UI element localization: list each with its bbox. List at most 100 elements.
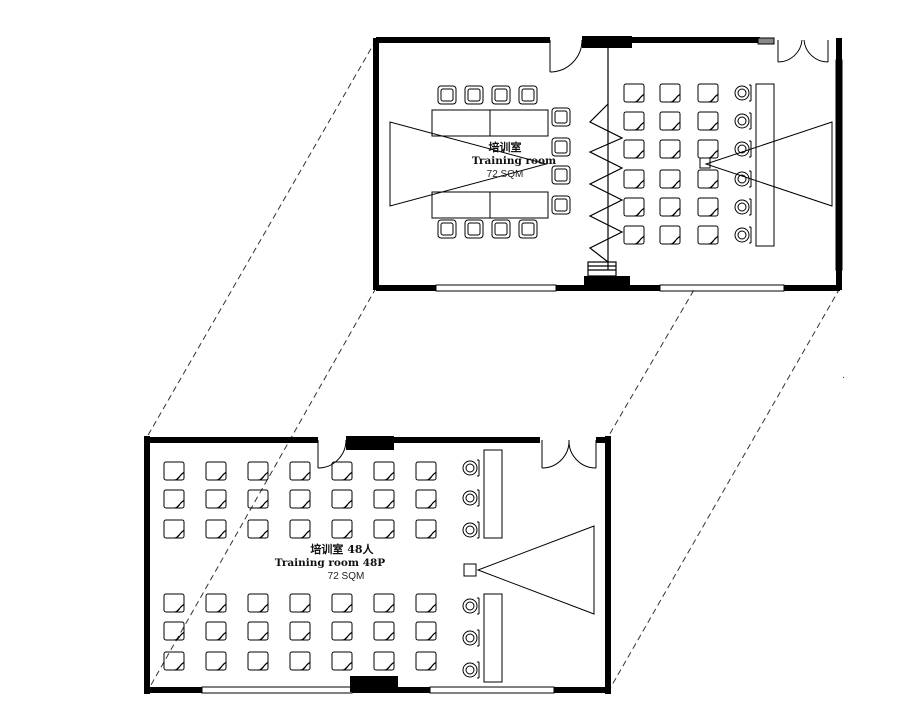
top-conference-chair [551, 137, 571, 157]
bottom-presenter-chair [462, 661, 480, 679]
bottom-classroom-desk [289, 461, 311, 481]
top-conference-chair [464, 85, 484, 105]
bottom-classroom-desk [247, 651, 269, 671]
top-training-room: 培训室 Training room 72 SQM [373, 36, 843, 292]
bottom-classroom-desk [415, 621, 437, 641]
bottom-classroom-desk [247, 489, 269, 509]
top-side-chair [734, 84, 752, 102]
top-classroom-desk [623, 197, 645, 217]
top-conference-chair [518, 219, 538, 239]
bottom-classroom-desk [247, 461, 269, 481]
bottom-room-area: 72 SQM [328, 571, 365, 582]
top-conference-chair [464, 219, 484, 239]
bottom-classroom-desk [415, 461, 437, 481]
top-right-desk [699, 83, 833, 247]
top-conference-chair [551, 165, 571, 185]
bottom-classroom-desk [163, 621, 185, 641]
top-room-windows [435, 59, 843, 292]
top-conference-chair [551, 195, 571, 215]
top-classroom-desk [659, 111, 681, 131]
bottom-classroom-desk [163, 593, 185, 613]
top-side-chair [734, 226, 752, 244]
top-classroom-desk [659, 83, 681, 103]
bottom-training-room: 培训室 48人 Training room 48P 72 SQM [144, 436, 611, 694]
top-classroom-desk [659, 197, 681, 217]
bottom-classroom-desk [289, 621, 311, 641]
bottom-classroom-desk [331, 461, 353, 481]
bottom-classroom-desk [163, 651, 185, 671]
top-classroom-desk [623, 139, 645, 159]
bottom-classroom-desk [415, 489, 437, 509]
bottom-column-upper [346, 436, 394, 450]
bottom-chairs [163, 459, 480, 679]
bottom-presenter-chair [462, 521, 480, 539]
top-classroom-desk [697, 169, 719, 189]
bottom-classroom-desk [289, 519, 311, 539]
top-classroom-desk [697, 197, 719, 217]
bottom-room-name-en: Training room 48P [275, 557, 386, 569]
projection-line-right-bottom [607, 287, 841, 693]
top-projection-left [389, 121, 548, 207]
top-room-area: 72 SQM [487, 169, 524, 180]
bottom-door-top [317, 439, 347, 469]
bottom-classroom-desk [205, 461, 227, 481]
bottom-projection [463, 525, 595, 615]
bottom-classroom-desk [205, 651, 227, 671]
bottom-classroom-desk [331, 489, 353, 509]
bottom-door-right [541, 439, 597, 469]
top-room-name-cn: 培训室 [489, 140, 522, 154]
top-column-lower [584, 276, 630, 290]
top-classroom-desk [623, 225, 645, 245]
top-classroom-desk [697, 111, 719, 131]
top-classroom-desk [623, 83, 645, 103]
top-door-left [549, 39, 583, 73]
bottom-classroom-desk [289, 651, 311, 671]
top-side-chair [734, 112, 752, 130]
bottom-presenter-chair [462, 629, 480, 647]
bottom-classroom-desk [415, 519, 437, 539]
top-tables [431, 109, 549, 219]
top-classroom-desk [659, 225, 681, 245]
bottom-classroom-desk [247, 519, 269, 539]
bottom-classroom-desk [415, 651, 437, 671]
top-classroom-desk [697, 83, 719, 103]
bottom-presenter-desks [483, 449, 503, 683]
top-classroom-desk [623, 111, 645, 131]
edge-mark: · [842, 372, 845, 383]
bottom-column-lower [350, 676, 398, 692]
bottom-classroom-desk [289, 489, 311, 509]
bottom-classroom-desk [331, 621, 353, 641]
bottom-classroom-desk [331, 651, 353, 671]
bottom-classroom-desk [373, 621, 395, 641]
bottom-classroom-desk [247, 593, 269, 613]
top-room-name-en: Training room [472, 155, 556, 167]
bottom-classroom-desk [373, 593, 395, 613]
bottom-classroom-desk [205, 519, 227, 539]
bottom-classroom-desk [205, 593, 227, 613]
top-partition [587, 44, 624, 277]
bottom-classroom-desk [373, 461, 395, 481]
bottom-classroom-desk [331, 519, 353, 539]
projection-line-left-top [146, 39, 377, 438]
bottom-classroom-desk [373, 489, 395, 509]
top-conference-chair [491, 219, 511, 239]
projection-line-right-top [607, 39, 841, 438]
top-side-chair [734, 170, 752, 188]
top-conference-chair [491, 85, 511, 105]
bottom-room-name-cn: 培训室 48人 [310, 542, 374, 556]
top-side-chair [734, 198, 752, 216]
bottom-classroom-desk [415, 593, 437, 613]
bottom-presenter-chair [462, 459, 480, 477]
top-classroom-desk [659, 139, 681, 159]
bottom-classroom-desk [163, 489, 185, 509]
bottom-classroom-desk [373, 519, 395, 539]
top-conference-chair [437, 85, 457, 105]
bottom-classroom-desk [289, 593, 311, 613]
top-conference-chair [437, 219, 457, 239]
top-conference-chair [551, 107, 571, 127]
bottom-classroom-desk [163, 519, 185, 539]
top-classroom-desk [659, 169, 681, 189]
bottom-classroom-desk [247, 621, 269, 641]
